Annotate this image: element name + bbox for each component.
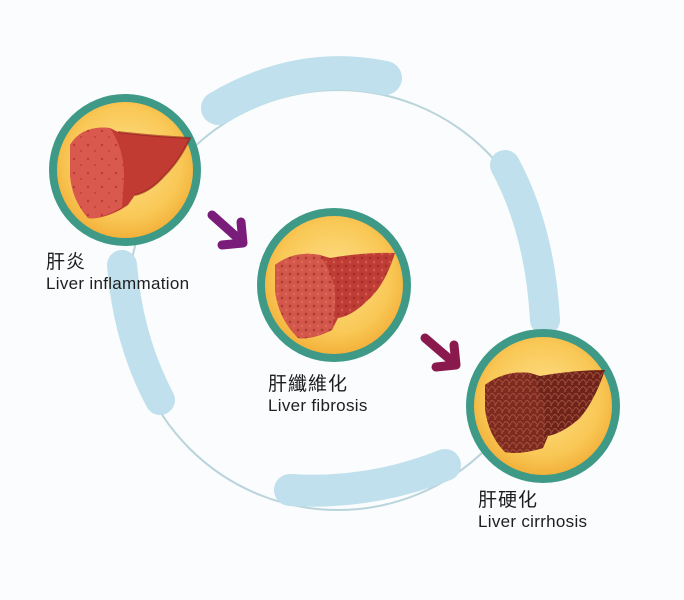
label-en: Liver fibrosis <box>268 395 368 415</box>
liver-icon-fibrotic <box>275 252 395 339</box>
label-zh: 肝硬化 <box>478 489 539 511</box>
stage-fibrosis-badge <box>257 208 411 362</box>
label-zh: 肝炎 <box>46 251 87 273</box>
cycle-ring <box>107 56 560 511</box>
label-zh: 肝纖維化 <box>268 373 349 395</box>
ring-band-bottom <box>274 449 461 507</box>
arrow-down-right-icon <box>420 333 461 372</box>
arrow-down-right-icon <box>207 210 248 250</box>
ring-band-top <box>201 56 402 125</box>
ring-band-right <box>490 150 560 335</box>
liver-icon-healthy <box>70 127 192 219</box>
label-en: Liver cirrhosis <box>478 511 588 531</box>
stage-fibrosis-label: 肝纖維化 Liver fibrosis <box>268 373 368 415</box>
stage-cirrhosis-badge <box>466 329 620 483</box>
stage-cirrhosis-label: 肝硬化 Liver cirrhosis <box>478 489 588 531</box>
liver-icon-cirrhotic <box>485 370 605 453</box>
stage-inflammation-label: 肝炎 Liver inflammation <box>46 251 190 293</box>
ring-band-left <box>107 250 175 415</box>
label-en: Liver inflammation <box>46 273 190 293</box>
stage-inflammation-badge <box>49 94 201 246</box>
